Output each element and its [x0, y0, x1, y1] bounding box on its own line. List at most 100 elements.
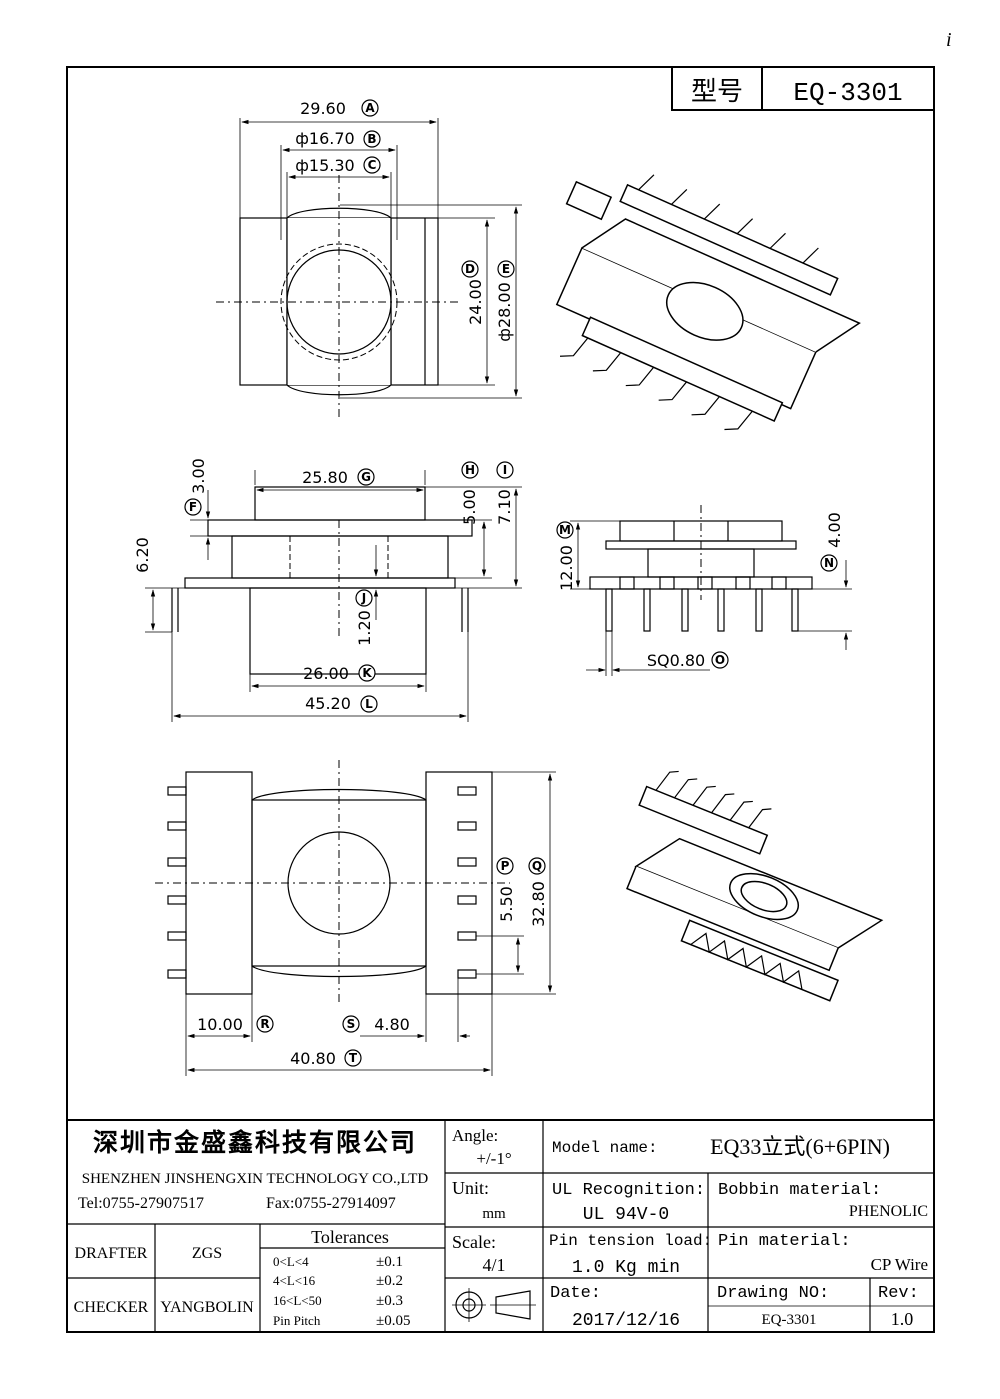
dim-O-value: SQ0.80	[647, 651, 705, 670]
iso-view-bottom	[626, 770, 884, 1002]
bobbin-label: Bobbin material:	[718, 1181, 881, 1200]
front-view	[171, 486, 473, 675]
dim-D-value: 24.00	[466, 279, 485, 325]
svg-text:P: P	[501, 859, 510, 873]
svg-text:A: A	[365, 101, 375, 115]
scale-value: 4/1	[482, 1255, 505, 1275]
drawing-no-value: EQ-3301	[762, 1312, 817, 1328]
pin-material-label: Pin material:	[718, 1232, 851, 1251]
ul-label: UL Recognition:	[552, 1181, 705, 1200]
tolerance-range: 16<L<50	[273, 1293, 322, 1308]
svg-text:T: T	[349, 1051, 358, 1065]
company-fax: Fax:0755-27914097	[266, 1195, 396, 1212]
svg-text:J: J	[361, 591, 366, 605]
dim-Q: 32.80 Q	[492, 771, 556, 995]
pin-tension-label: Pin tension load:	[549, 1232, 712, 1250]
dim-H-value: 5.00	[460, 489, 479, 525]
dim-C: ф15.30 C	[286, 156, 392, 250]
svg-text:B: B	[367, 132, 376, 146]
tolerance-value: ±0.3	[376, 1293, 403, 1309]
dim-M-value: 12.00	[557, 545, 576, 591]
pin-material-value: CP Wire	[871, 1255, 928, 1274]
tolerance-range: 0<L<4	[273, 1254, 309, 1269]
svg-text:E: E	[502, 262, 510, 276]
svg-text:N: N	[824, 556, 834, 570]
tolerance-range: Pin Pitch	[273, 1313, 321, 1328]
tolerance-value: ±0.1	[376, 1254, 403, 1270]
top-view	[216, 175, 462, 420]
company-name-en: SHENZHEN JINSHENGXIN TECHNOLOGY CO.,LTD	[82, 1171, 429, 1187]
dim-M: 12.00 M	[556, 520, 620, 591]
drawing-no-label: Drawing NO:	[717, 1284, 829, 1303]
dim-Q-value: 32.80	[529, 881, 548, 927]
dim-R: 10.00 R	[185, 994, 274, 1076]
pin-tension-value: 1.0 Kg min	[572, 1258, 680, 1278]
model-header-box: 型号 EQ-3301	[671, 66, 935, 111]
date-label: Date:	[550, 1284, 601, 1303]
svg-text:H: H	[465, 463, 475, 477]
svg-text:R: R	[260, 1017, 269, 1031]
dim-J-value: 1.20	[355, 610, 374, 646]
dim-P-value: 5.50	[497, 886, 516, 922]
dim-O: SQ0.80 O	[586, 631, 729, 676]
model-number: EQ-3301	[793, 78, 902, 108]
dim-K: 26.00 K	[249, 664, 427, 692]
svg-text:Q: Q	[532, 859, 542, 873]
page-mark: i	[946, 29, 952, 51]
dim-F-value: 3.00	[189, 458, 208, 494]
title-block	[67, 1119, 934, 1332]
dim-S: 4.80 S	[342, 978, 470, 1042]
rev-label: Rev:	[878, 1284, 919, 1303]
dim-pin-offset-value: 6.20	[133, 537, 152, 573]
dim-J: 1.20 J	[355, 545, 379, 646]
side-view	[589, 505, 813, 632]
dim-L: 45.20 L	[171, 632, 469, 722]
drafter-value: ZGS	[192, 1245, 222, 1262]
dim-I-value: 7.10	[495, 489, 514, 525]
dim-F: 3.00 F	[184, 458, 230, 560]
dim-A: 29.60 A	[239, 99, 439, 218]
svg-text:D: D	[465, 262, 475, 276]
angle-label: Angle:	[452, 1126, 498, 1145]
model-name-label: Model name:	[552, 1139, 658, 1157]
dim-N: 4.00 N	[798, 512, 852, 650]
tolerance-value: ±0.2	[376, 1273, 403, 1289]
drawing-border	[66, 66, 935, 1333]
dim-N-value: 4.00	[825, 512, 844, 548]
checker-label: CHECKER	[74, 1299, 149, 1316]
projection-symbol-icon	[452, 1288, 536, 1322]
dim-G-value: 25.80	[302, 468, 348, 487]
dim-L-value: 45.20	[305, 694, 351, 713]
rev-value: 1.0	[891, 1309, 914, 1329]
tolerance-range: 4<L<16	[273, 1273, 316, 1288]
tolerances-title: Tolerances	[311, 1227, 389, 1247]
model-name-value: EQ33立式(6+6PIN)	[710, 1134, 890, 1159]
dim-G: 25.80 G	[254, 468, 426, 493]
checker-value: YANGBOLIN	[160, 1299, 254, 1316]
dim-T: 40.80 T	[187, 994, 493, 1076]
tolerance-list: 0<L<4 ±0.1 4<L<16 ±0.2 16<L<50 ±0.3 Pin …	[273, 1254, 410, 1329]
dim-K-value: 26.00	[303, 664, 349, 683]
dim-P: 5.50 P	[476, 857, 524, 975]
ul-value: UL 94V-0	[583, 1205, 669, 1225]
dim-T-value: 40.80	[290, 1049, 336, 1068]
dim-R-value: 10.00	[197, 1015, 243, 1034]
angle-value: +/-1°	[476, 1149, 511, 1168]
dim-A-value: 29.60	[300, 99, 346, 118]
svg-text:O: O	[715, 653, 725, 667]
company-tel: Tel:0755-27907517	[78, 1195, 204, 1212]
scale-label: Scale:	[452, 1232, 496, 1252]
bobbin-value: PHENOLIC	[849, 1203, 928, 1220]
tolerance-value: ±0.05	[376, 1313, 410, 1329]
type-label: 型号	[691, 77, 743, 106]
unit-value: mm	[482, 1206, 506, 1222]
iso-view-top	[555, 174, 861, 431]
svg-text:L: L	[365, 697, 373, 711]
dim-E: ф28.00 E	[340, 204, 522, 399]
dim-B-value: ф16.70	[295, 129, 354, 148]
svg-text:S: S	[347, 1017, 356, 1031]
svg-text:C: C	[368, 158, 377, 172]
svg-text:K: K	[362, 666, 372, 680]
dim-pin-offset: 6.20	[133, 537, 185, 633]
